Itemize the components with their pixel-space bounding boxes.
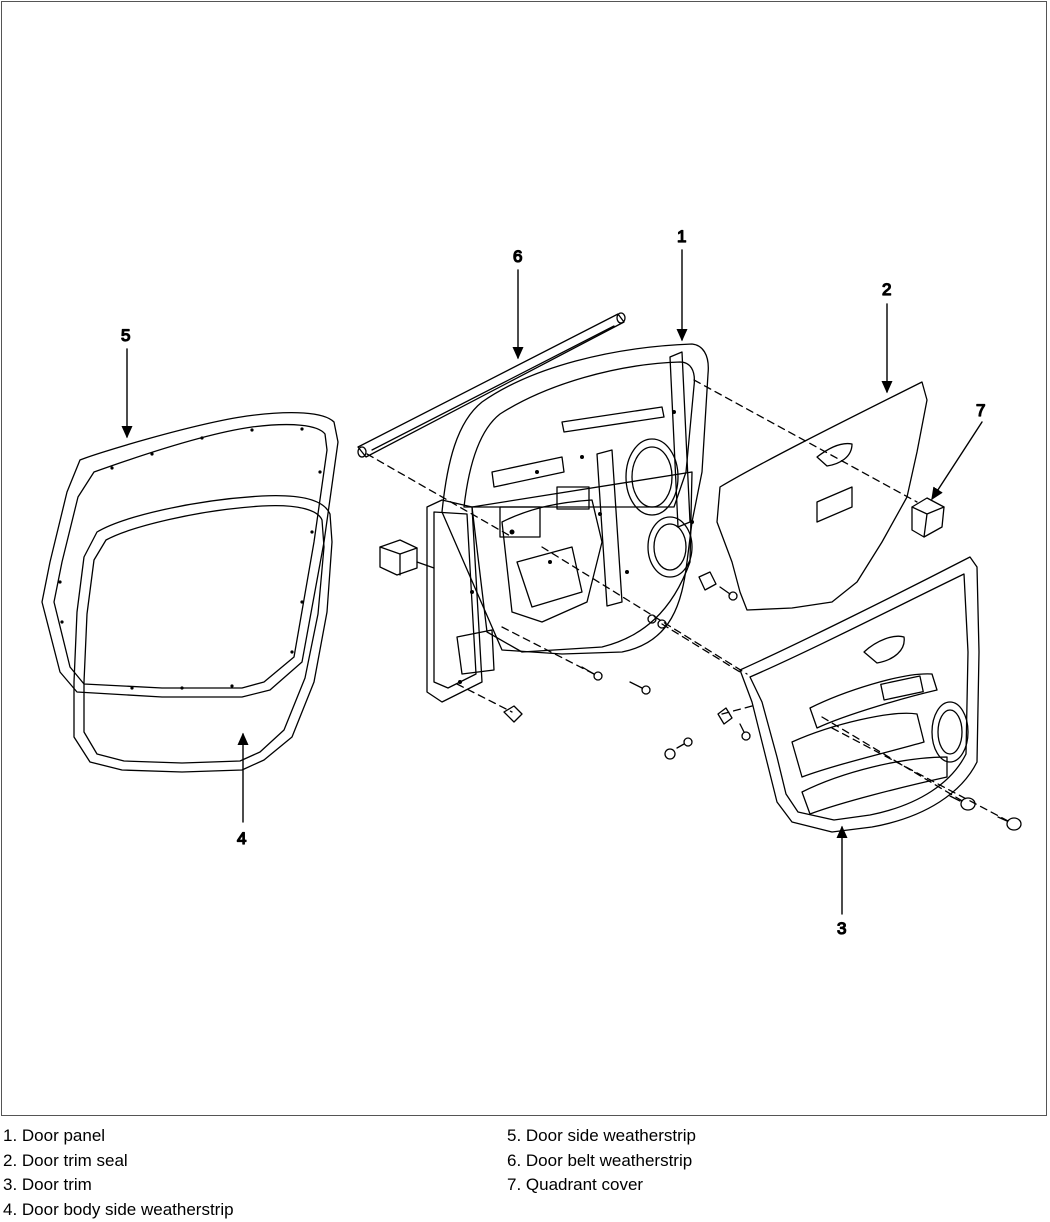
callout-6: 6 xyxy=(513,247,522,266)
callout-7: 7 xyxy=(976,401,985,420)
diagram-frame: 1 2 3 4 5 6 7 xyxy=(1,1,1047,1116)
legend-right: 5. Door side weatherstrip 6. Door belt w… xyxy=(507,1124,696,1198)
legend-item: 2. Door trim seal xyxy=(3,1149,234,1174)
legend-left: 1. Door panel 2. Door trim seal 3. Door … xyxy=(3,1124,234,1222)
callout-3: 3 xyxy=(837,919,846,938)
door-trim-seal xyxy=(717,382,927,610)
callout-4: 4 xyxy=(237,829,246,848)
door-side-weatherstrip xyxy=(42,413,338,697)
callout-1: 1 xyxy=(677,227,686,246)
door-connector xyxy=(380,540,434,575)
legend-item: 5. Door side weatherstrip xyxy=(507,1124,696,1149)
door-belt-weatherstrip xyxy=(358,313,625,457)
legend-item: 3. Door trim xyxy=(3,1173,234,1198)
legend-item: 6. Door belt weatherstrip xyxy=(507,1149,696,1174)
legend-item: 4. Door body side weatherstrip xyxy=(3,1198,234,1222)
callout-5: 5 xyxy=(121,326,130,345)
door-body-side-weatherstrip xyxy=(74,496,332,772)
fasteners xyxy=(504,572,1021,830)
callout-arrows xyxy=(127,250,982,914)
door-panel xyxy=(427,344,708,702)
callout-2: 2 xyxy=(882,280,891,299)
quadrant-cover xyxy=(912,498,944,537)
door-trim xyxy=(740,557,979,832)
legend-item: 7. Quadrant cover xyxy=(507,1173,696,1198)
exploded-door-diagram: 1 2 3 4 5 6 7 xyxy=(2,2,1048,1117)
legend-item: 1. Door panel xyxy=(3,1124,234,1149)
